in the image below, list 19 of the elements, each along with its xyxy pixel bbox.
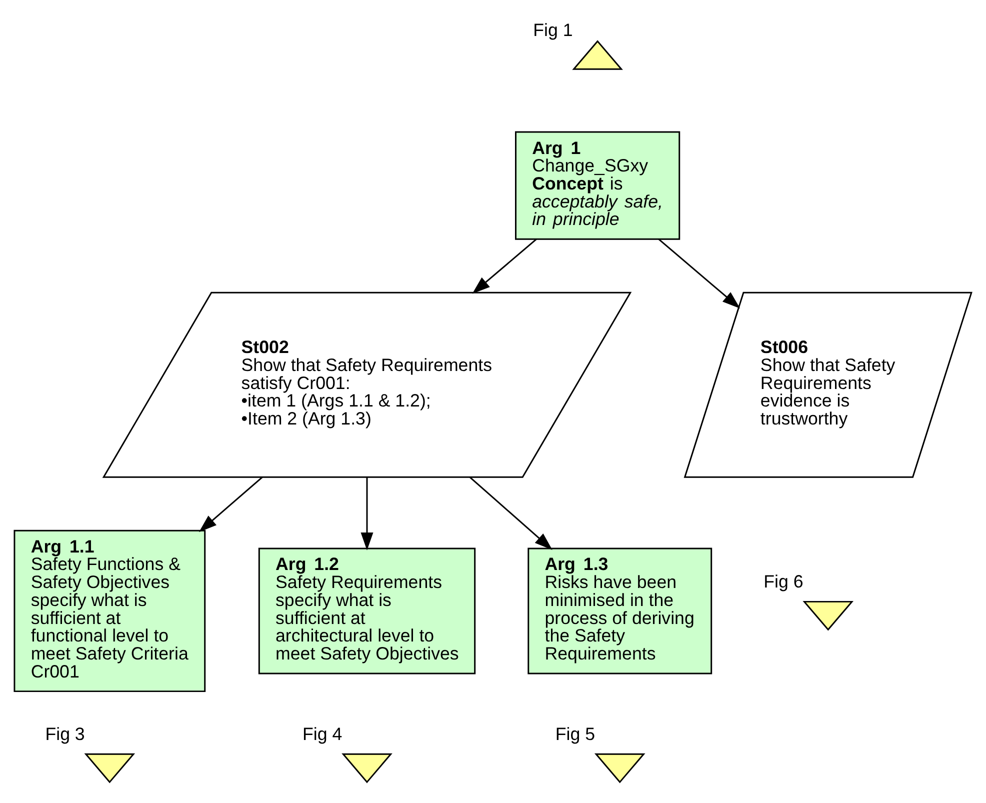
node-triangle — [802, 600, 854, 630]
node-box: Arg 1 Change_SGxy Concept is acceptably safe, in principle — [515, 130, 680, 240]
node-label: Fig 1 — [533, 20, 573, 40]
node-label: Fig 5 — [555, 723, 596, 744]
arrow — [469, 476, 552, 550]
node-triangle — [572, 40, 623, 70]
node-label: Fig 4 — [302, 723, 342, 744]
node-label: Fig 3 — [45, 723, 85, 744]
node-triangle — [84, 752, 136, 783]
node-box: Arg 1.2 Safety Requirements specify what is sufficient at architectural level to meet Safety Objectives — [258, 547, 476, 674]
node-triangle — [594, 752, 646, 783]
node-box: Arg 1.1 Safety Functions & Safety Objectives specify what is sufficient at functional level to meet Safety Criteria Cr001 — [14, 529, 206, 692]
node-label: Fig 6 — [764, 570, 804, 591]
node-triangle — [342, 752, 392, 783]
arrow — [360, 476, 374, 550]
arrow — [658, 238, 740, 308]
arrow — [198, 476, 263, 532]
arrow — [472, 238, 537, 294]
node-box: Arg 1.3 Risks have been minimised in the process of deriving the Safety Requirements — [528, 547, 712, 674]
